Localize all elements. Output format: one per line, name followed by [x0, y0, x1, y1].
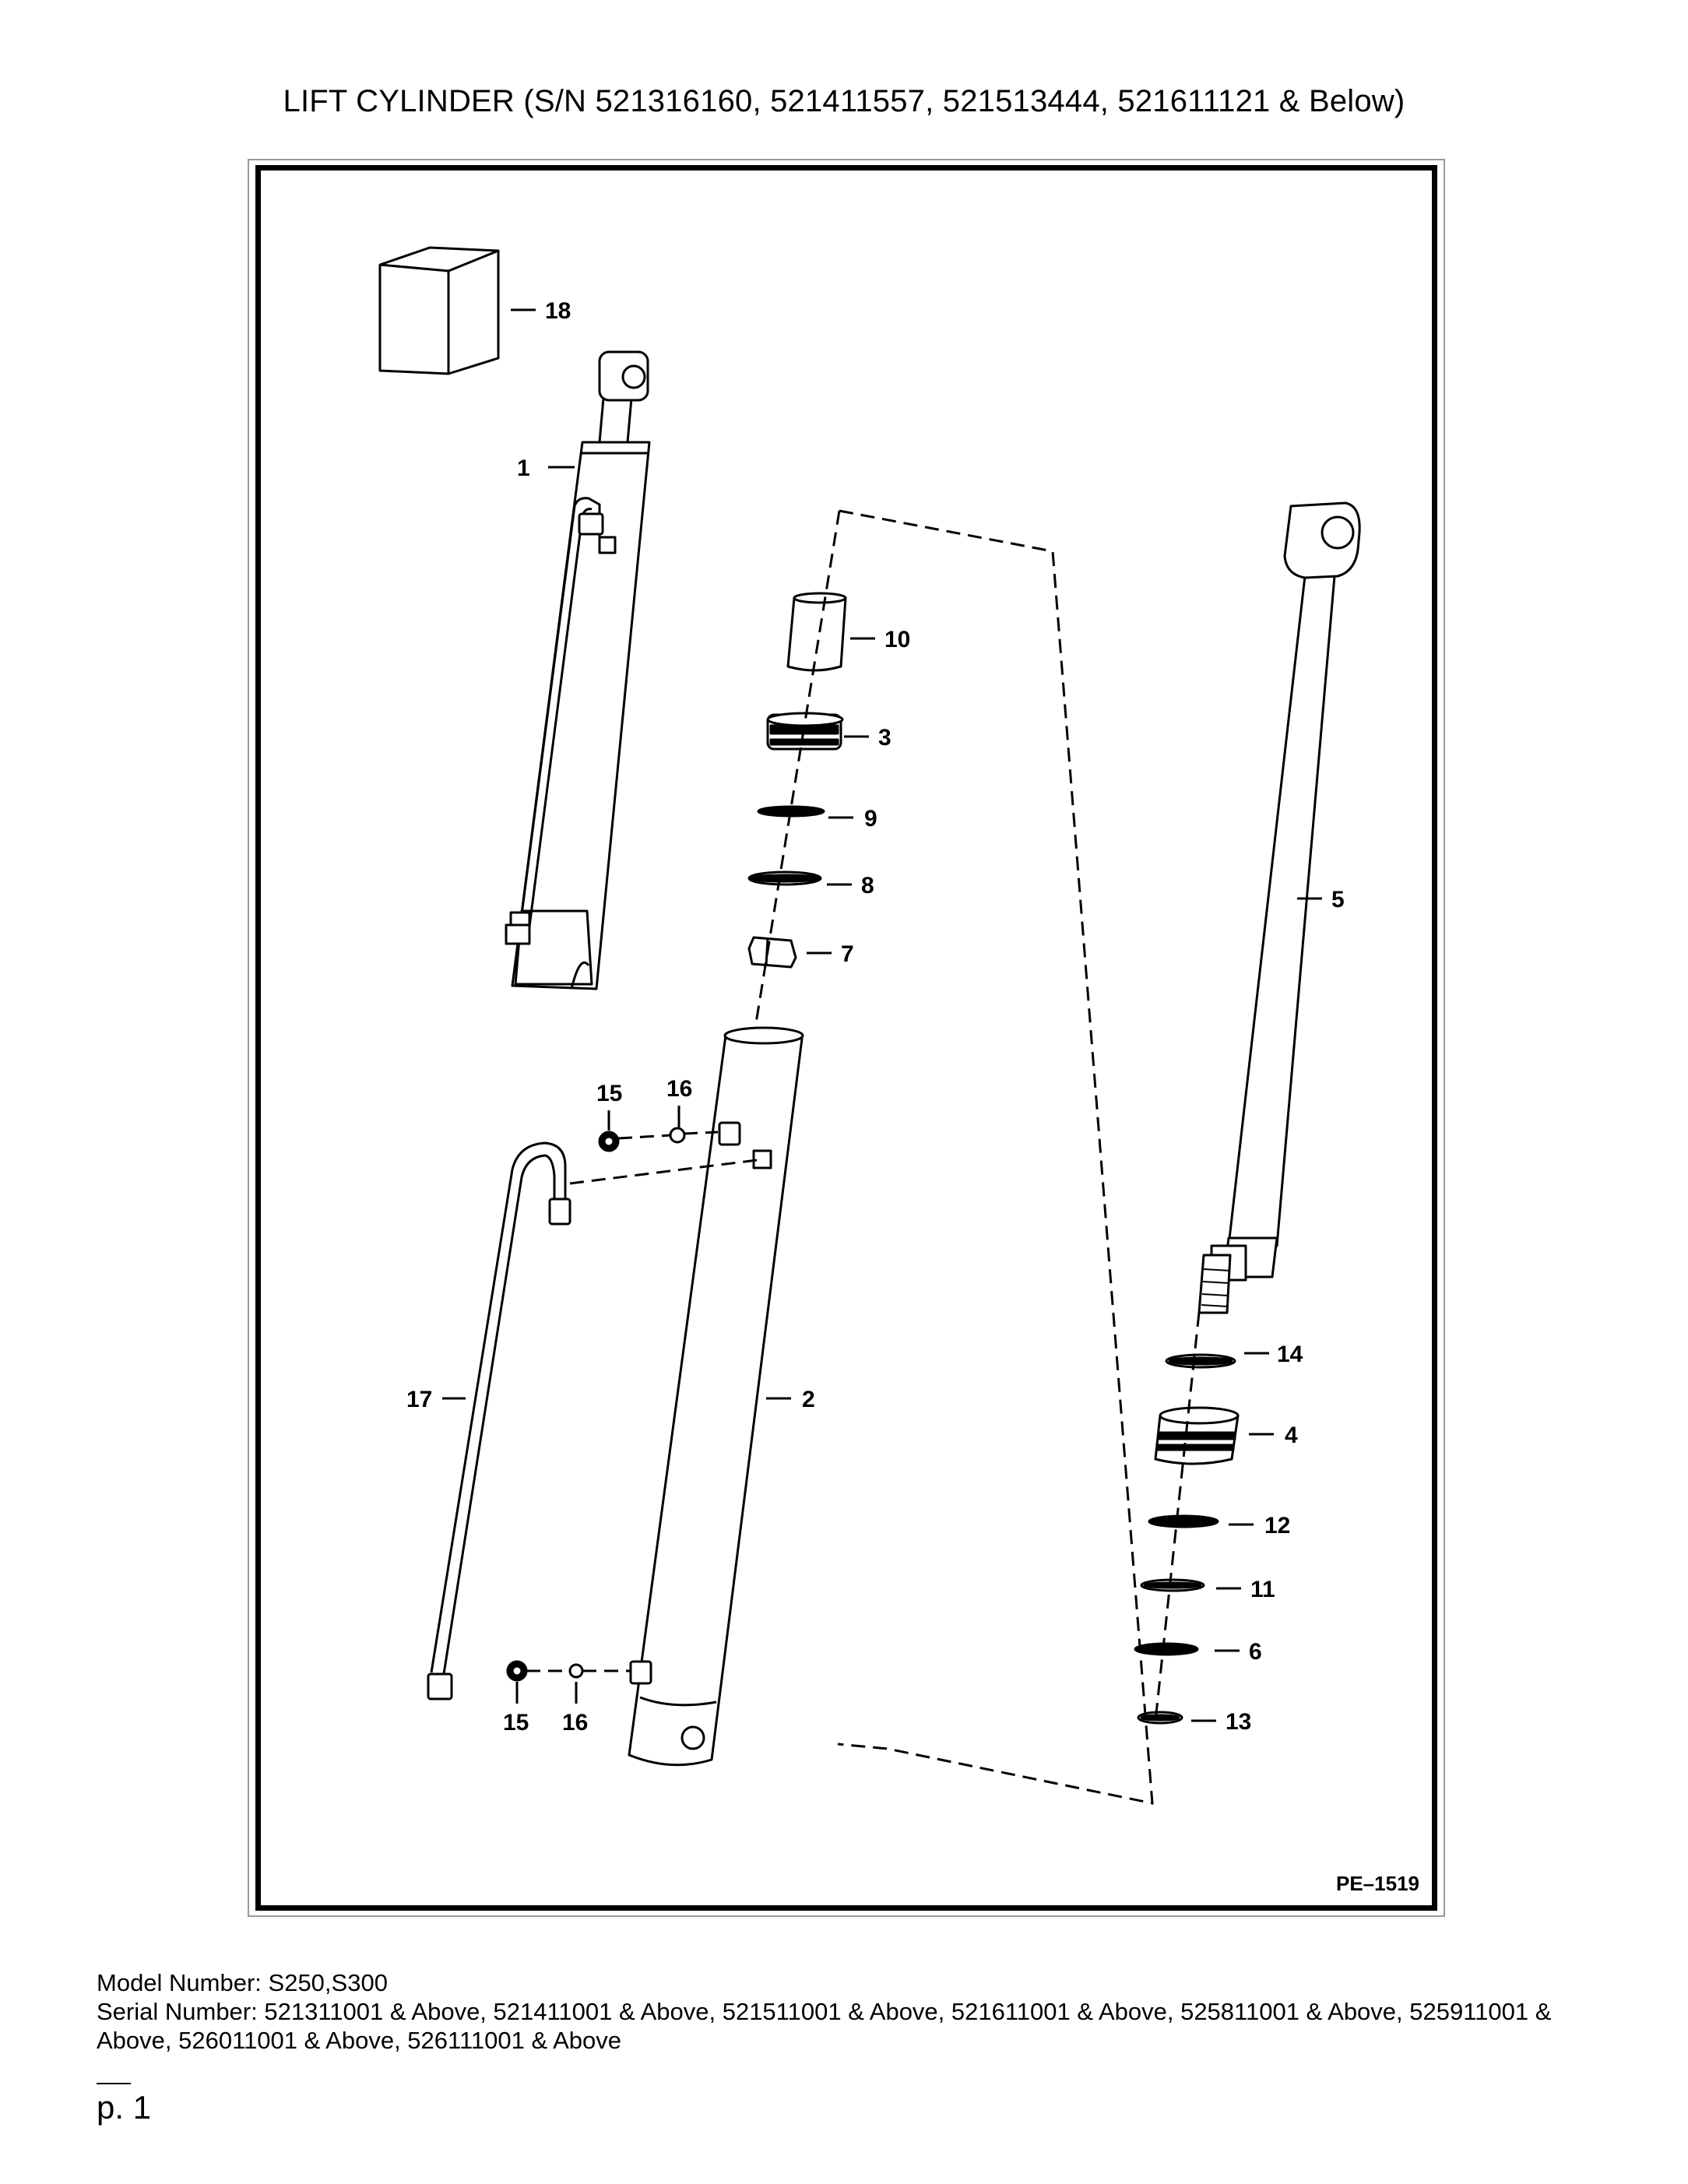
- part-5-rod: [1197, 501, 1361, 1314]
- callout-14: 14: [1277, 1342, 1303, 1367]
- callout-9: 9: [864, 806, 877, 832]
- part-9-seal: [757, 805, 825, 818]
- part-12-seal: [1148, 1514, 1219, 1528]
- callout-3: 3: [878, 725, 891, 751]
- part-8-ring: [747, 870, 822, 886]
- figure-frame: [248, 159, 1445, 1917]
- callout-12: 12: [1264, 1513, 1290, 1539]
- part-6-ring: [1134, 1642, 1199, 1656]
- part-10-bushing: [786, 592, 847, 672]
- callout-leader-lines: [442, 308, 1322, 1722]
- part-17-tube: [427, 1141, 571, 1700]
- callout-16-lower: 16: [562, 1710, 588, 1736]
- callout-7: 7: [841, 941, 854, 967]
- callout-8: 8: [861, 873, 874, 899]
- callout-10: 10: [884, 627, 910, 652]
- page-rule: [97, 2083, 131, 2084]
- part-14-wiper: [1165, 1353, 1236, 1369]
- callout-6: 6: [1249, 1639, 1262, 1665]
- page-title: LIFT CYLINDER (S/N 521316160, 521411557,…: [283, 84, 1405, 118]
- part-18-kit-box: [378, 246, 500, 375]
- part-11-ring: [1140, 1578, 1205, 1592]
- part-4-head: [1154, 1406, 1240, 1465]
- part-13-washer: [1137, 1711, 1183, 1725]
- page-number: p. 1: [97, 2089, 152, 2126]
- callout-13: 13: [1226, 1709, 1251, 1735]
- callout-18: 18: [545, 298, 571, 324]
- callout-5: 5: [1331, 887, 1345, 913]
- serial-number: Serial Number: 521311001 & Above, 521411…: [97, 1998, 1552, 2054]
- part-3-piston: [766, 712, 844, 751]
- callout-1: 1: [517, 455, 530, 481]
- model-number: Model Number: S250,S300: [97, 1969, 388, 1996]
- callout-17: 17: [406, 1387, 432, 1412]
- footer: Model Number: S250,S300 Serial Number: 5…: [97, 1968, 1607, 2055]
- callout-16-upper: 16: [666, 1076, 692, 1102]
- part-15-lower-fitting: [506, 1660, 528, 1682]
- part-15-upper-fitting: [598, 1131, 620, 1152]
- part-2-barrel: [628, 1026, 804, 1767]
- part-1-assembled-cylinder: [505, 350, 651, 990]
- assembly-dashed-lines: [526, 509, 1201, 1805]
- callout-4: 4: [1285, 1423, 1298, 1448]
- callout-15-upper: 15: [596, 1081, 622, 1106]
- figure-frame-border: [255, 165, 1437, 1911]
- callout-15-lower: 15: [503, 1710, 529, 1736]
- part-7-nut: [747, 936, 797, 969]
- callout-11: 11: [1250, 1577, 1275, 1602]
- part-16-upper-o-ring: [669, 1127, 686, 1144]
- part-16-lower-o-ring: [568, 1663, 584, 1679]
- figure-id: PE–1519: [1336, 1872, 1419, 1895]
- callout-2: 2: [802, 1387, 815, 1412]
